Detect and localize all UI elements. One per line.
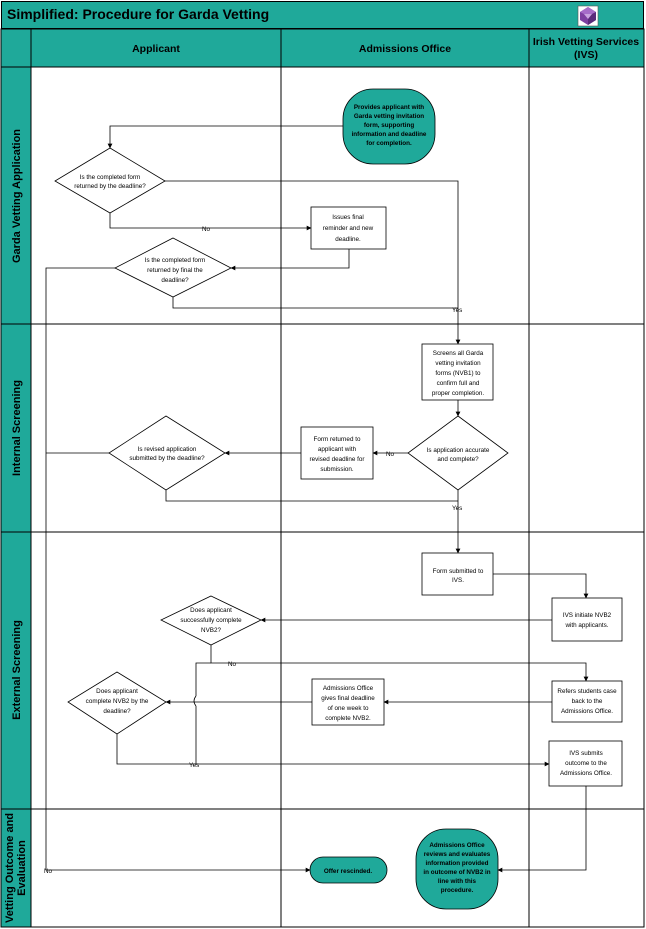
lane-label-screening: Internal Screening bbox=[11, 380, 23, 476]
connectors bbox=[45, 125, 589, 873]
column-header-ivs-line1: Irish Vetting Services bbox=[533, 36, 639, 48]
terminal-offer-rescinded: Offer rescinded. bbox=[309, 856, 388, 884]
edge-label-no-1: No bbox=[202, 226, 211, 233]
page-title: Simplified: Procedure for Garda Vetting bbox=[7, 6, 270, 22]
edge-label-yes-3: Yes bbox=[189, 762, 199, 769]
edge-label-no-4: No bbox=[44, 868, 53, 875]
title-bar: Simplified: Procedure for Garda Vetting bbox=[1, 1, 644, 29]
corner-cell bbox=[0, 28, 32, 68]
lane-label-outcome-line2: Evaluation bbox=[16, 840, 28, 896]
lane-label-application: Garda Vetting Application bbox=[11, 129, 23, 263]
column-header-applicant: Applicant bbox=[132, 43, 180, 55]
edge-label-yes-1: Yes bbox=[452, 307, 462, 314]
column-header-admissions: Admissions Office bbox=[359, 43, 451, 55]
edge-label-no-2: No bbox=[386, 451, 395, 458]
edge-label-no-3: No bbox=[228, 661, 237, 668]
edge-label-yes-2: Yes bbox=[452, 505, 462, 512]
lane-label-column bbox=[0, 66, 32, 928]
svg-text:Offer rescinded.: Offer rescinded. bbox=[324, 868, 373, 875]
lane-label-external: External Screening bbox=[11, 620, 23, 720]
column-header-ivs-line2: (IVS) bbox=[574, 49, 598, 61]
lane-label-outcome-line1: Vetting Outcome and bbox=[4, 813, 16, 923]
column-header-row bbox=[30, 28, 645, 68]
purple-gem-logo-icon bbox=[577, 5, 599, 27]
